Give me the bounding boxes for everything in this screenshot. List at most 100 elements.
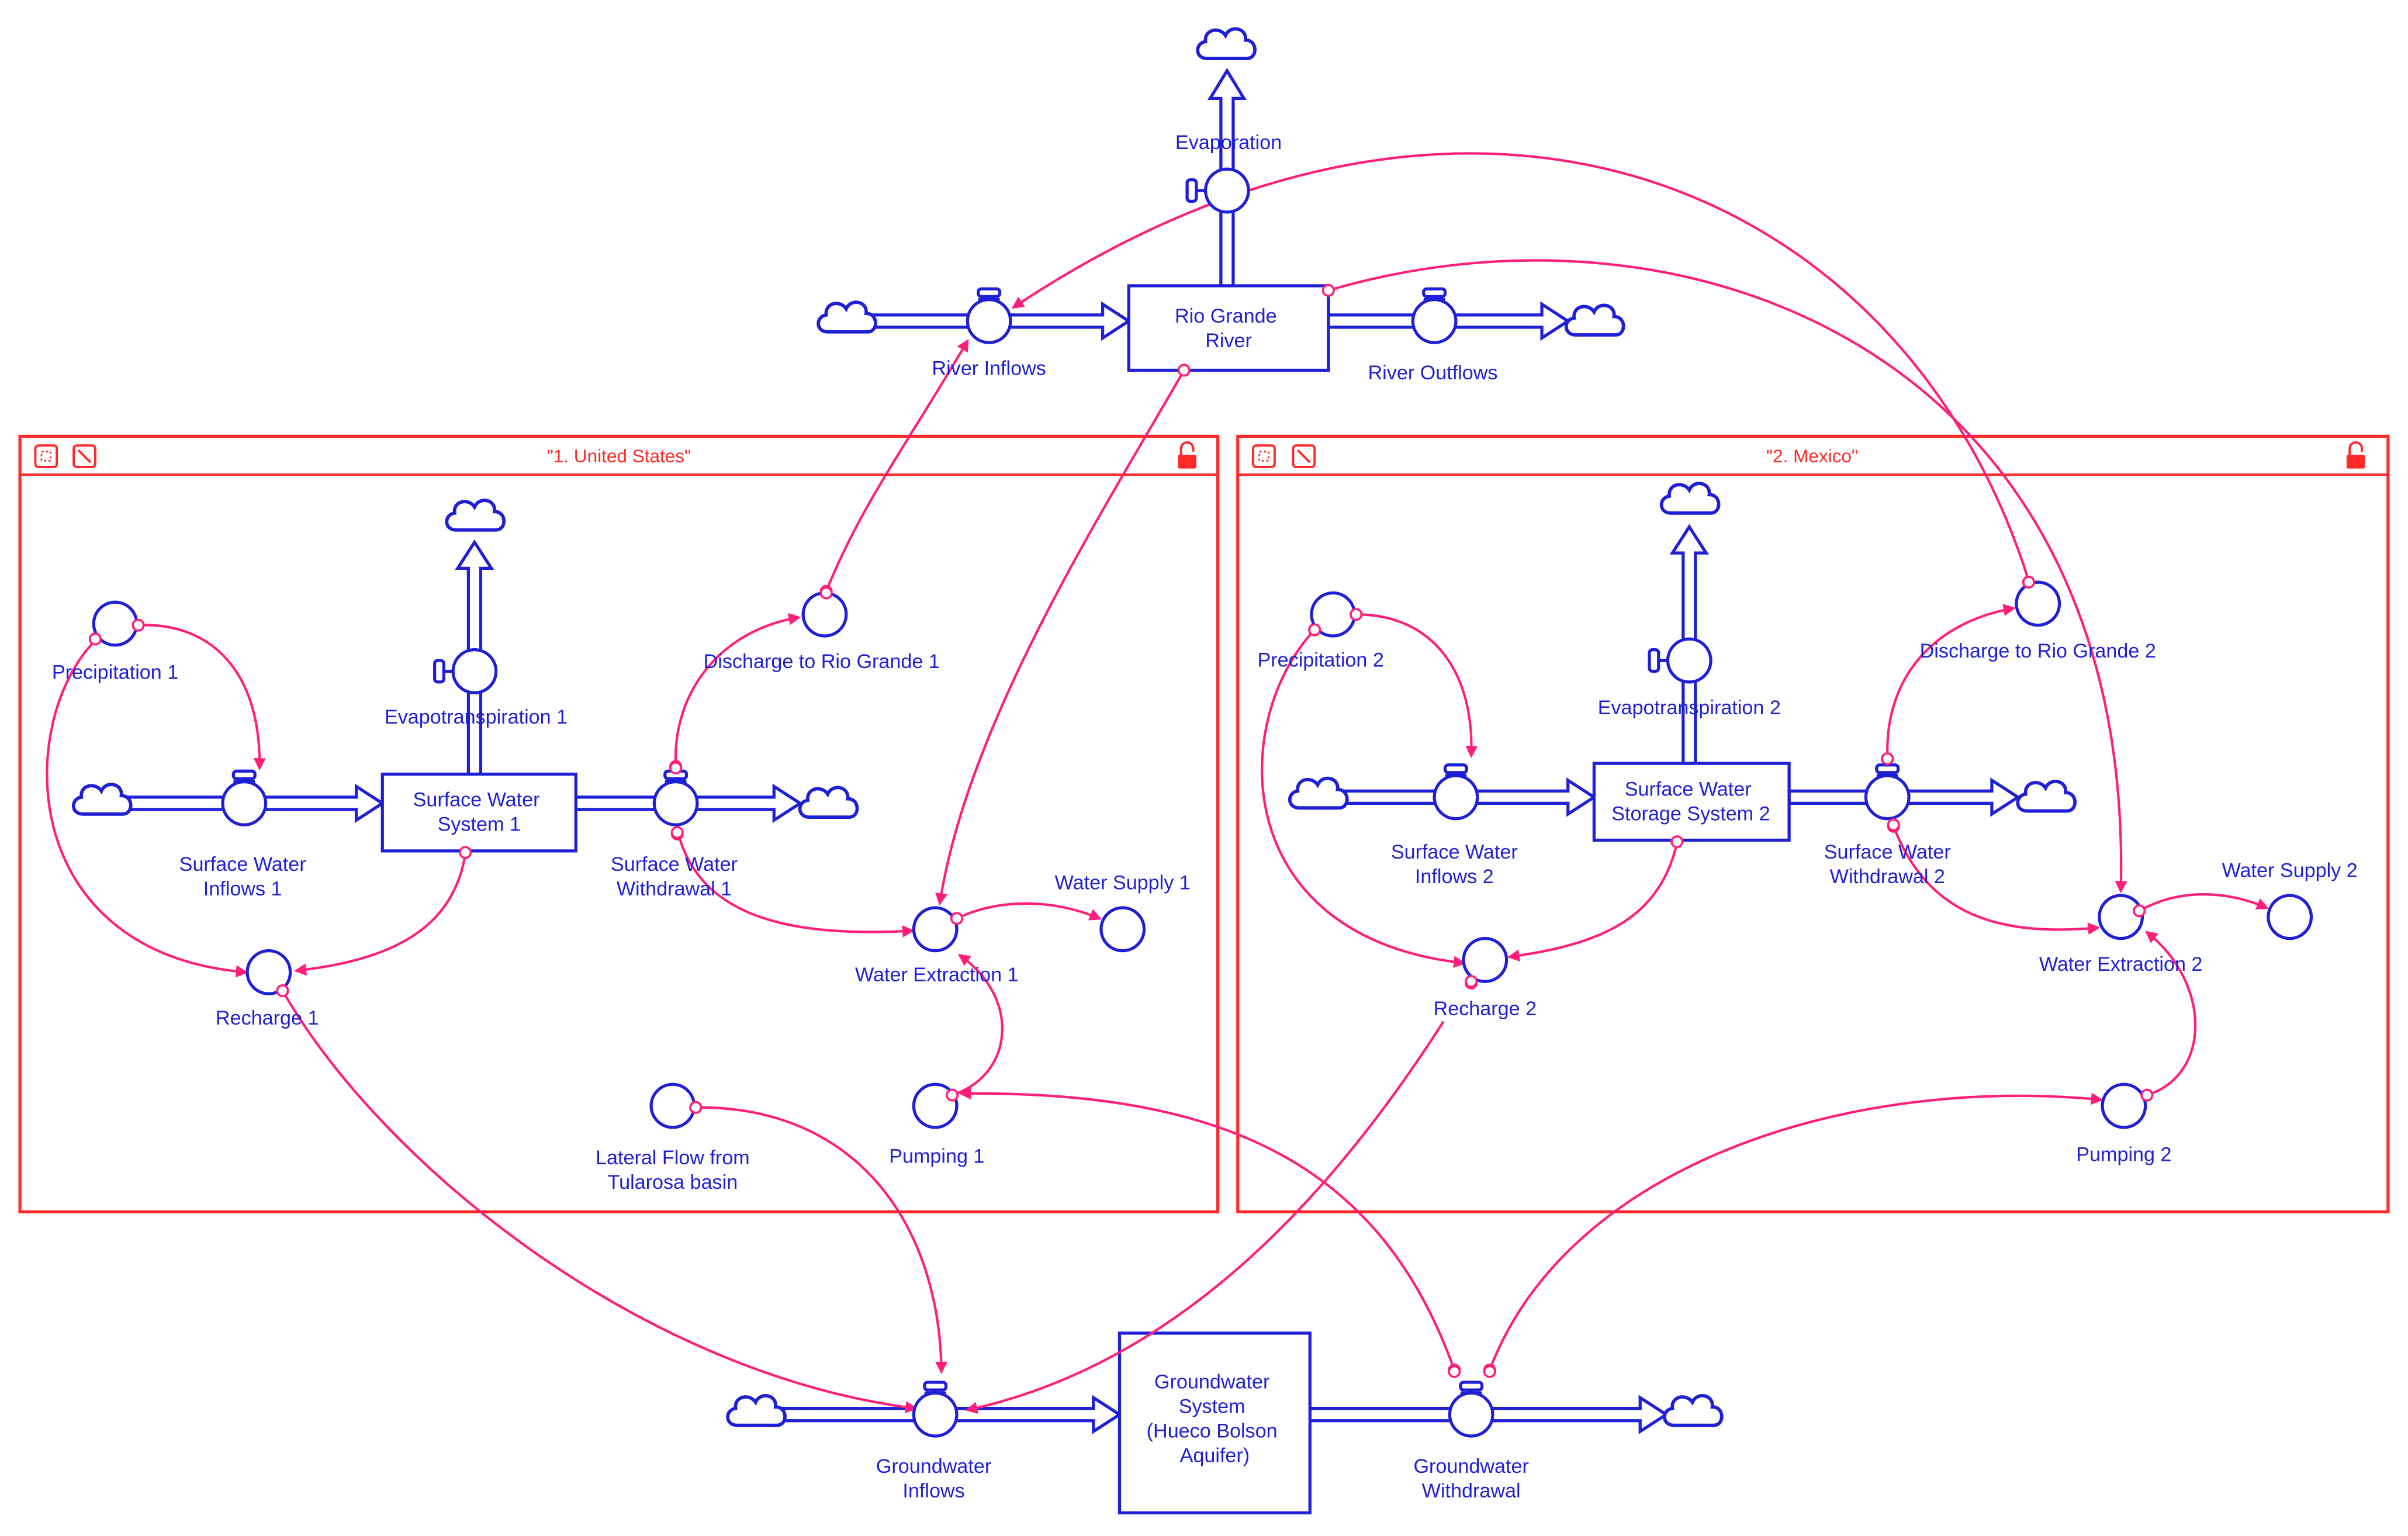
- cloud-icon: [447, 500, 504, 530]
- converter-water-supply-1: [1099, 906, 1146, 953]
- link-sww1-discharge1: [674, 613, 801, 765]
- lock-icon[interactable]: [1178, 441, 1196, 469]
- sector-title: "2. Mexico": [1766, 445, 1858, 466]
- valve-sw-withdrawal-2: [1864, 765, 1911, 821]
- cloud-icon: [1662, 483, 1719, 513]
- flow-valves[interactable]: [221, 167, 1911, 1438]
- link-pump1-extract1: [952, 954, 1004, 1096]
- sector-select-icon[interactable]: [1252, 444, 1276, 468]
- flow-label-gw-withdrawal: Groundwater: [1414, 1455, 1529, 1478]
- valve-sw-withdrawal-1: [652, 771, 699, 826]
- link-sww1-extract1: [676, 829, 915, 937]
- link-sww2-discharge2: [1886, 604, 2016, 755]
- converter-water-supply-2: [2267, 894, 2313, 940]
- link-river-extract1: [935, 369, 1185, 906]
- converter-label-water-supply-1: Water Supply 1: [1055, 872, 1191, 894]
- lock-icon[interactable]: [2346, 441, 2365, 469]
- converter-label-recharge-1: Recharge 1: [216, 1007, 319, 1029]
- flow-label-evaporation: Evaporation: [1175, 132, 1282, 154]
- stock-groundwater-system[interactable]: Groundwater System (Hueco Bolson Aquifer…: [1117, 1331, 1312, 1514]
- link-gww-pump1: [959, 1087, 1456, 1371]
- cloud-icon: [74, 784, 131, 814]
- valve-evaporation: [1185, 167, 1250, 214]
- link-lateral-gwi: [696, 1106, 948, 1374]
- svg-text:Groundwater System: Groundwater System (Hueco Bolson Aquifer…: [1147, 1371, 1283, 1467]
- flow-label-gw-inflows: Inflows: [902, 1480, 964, 1502]
- flow-label-evapotranspiration-2: Evapotranspiration 2: [1598, 697, 1781, 719]
- stock-label: System 1: [438, 814, 521, 836]
- converter-label-precipitation-2: Precipitation 2: [1258, 649, 1384, 672]
- converter-discharge-rio-grande-2: [2015, 580, 2061, 627]
- link-recharge2-gwi: [965, 1020, 1445, 1414]
- valve-sw-inflows-2: [1433, 765, 1479, 821]
- flow-pipes: [121, 68, 2021, 1434]
- sector-select-icon[interactable]: [34, 444, 58, 468]
- link-recharge1-gwi: [281, 990, 918, 1414]
- link-precip1-swi1: [138, 624, 266, 771]
- link-gww-pump2: [1488, 1092, 2103, 1371]
- converters[interactable]: [92, 580, 2313, 1129]
- converter-label-pumping-1: Pumping 1: [889, 1145, 984, 1167]
- cloud-icon: [1198, 29, 1255, 58]
- link-sww2-extract2: [1892, 826, 2101, 935]
- valve-sw-inflows-1: [221, 771, 268, 826]
- converter-label-recharge-2: Recharge 2: [1434, 998, 1537, 1020]
- stock-label: (Hueco Bolson: [1147, 1420, 1278, 1442]
- link-pump2-extract2: [2145, 930, 2196, 1096]
- sector-mexico[interactable]: "2. Mexico": [1236, 434, 2390, 1213]
- sector-united-states[interactable]: "1. United States": [18, 434, 1220, 1213]
- flow-label-sw-inflows-1: Surface Water: [179, 853, 306, 876]
- flow-label-gw-withdrawal: Withdrawal: [1422, 1480, 1521, 1502]
- cloud-icon: [728, 1396, 785, 1426]
- valve-evapotranspiration-1: [433, 648, 498, 694]
- flow-label-river-outflows: River Outflows: [1368, 362, 1498, 384]
- converter-label-lateral-flow: Tularosa basin: [608, 1171, 738, 1193]
- converter-label-water-extraction-1: Water Extraction 1: [855, 964, 1019, 986]
- flow-label-sw-inflows-1: Inflows 1: [203, 878, 282, 900]
- sector-run-icon[interactable]: [72, 444, 96, 468]
- stock-label: Rio Grande: [1175, 305, 1277, 327]
- sector-run-icon[interactable]: [1292, 444, 1316, 468]
- stock-surface-water-storage-system-2[interactable]: Surface Water Storage System 2: [1592, 762, 1791, 842]
- link-extract1-supply1: [956, 902, 1102, 921]
- svg-text:Surface Water System 1: Surface Water System 1: [413, 789, 545, 836]
- converter-lateral-flow: [649, 1082, 696, 1129]
- cloud-icon: [818, 302, 876, 332]
- flow-label-sw-inflows-2: Surface Water: [1391, 841, 1518, 863]
- stock-surface-water-system-1[interactable]: Surface Water System 1: [380, 772, 577, 853]
- flow-label-gw-inflows: Groundwater: [876, 1455, 991, 1478]
- converter-discharge-rio-grande-1: [801, 591, 848, 638]
- stock-label: System: [1179, 1396, 1245, 1418]
- cloud-icon: [1665, 1396, 1722, 1426]
- link-precip2-recharge2: [1261, 629, 1466, 968]
- svg-text:Surface Water Storage Sy: Surface Water Storage System 2: [1611, 778, 1770, 825]
- link-precip2-swi2: [1356, 613, 1478, 759]
- labels: River Inflows River Outflows Evaporation…: [52, 132, 2358, 1502]
- valve-gw-inflows: [912, 1382, 959, 1438]
- cloud-icon: [1566, 305, 1624, 335]
- cloud-icon: [2018, 781, 2075, 811]
- link-discharge1-riverinflows: [825, 338, 969, 592]
- flow-label-sw-withdrawal-1: Surface Water: [611, 853, 738, 876]
- link-origins-top: [88, 576, 2154, 1378]
- valve-gw-withdrawal: [1448, 1382, 1494, 1438]
- valve-evapotranspiration-2: [1648, 637, 1712, 684]
- flow-label-sw-inflows-2: Inflows 2: [1415, 866, 1494, 888]
- stock-rio-grande-river[interactable]: Rio Grande River: [1127, 284, 1330, 372]
- flow-label-sw-withdrawal-2: Withdrawal 2: [1830, 866, 1945, 888]
- converter-label-discharge-2: Discharge to Rio Grande 2: [1920, 640, 2156, 662]
- flow-label-sw-withdrawal-1: Withdrawal 1: [617, 878, 732, 900]
- converter-recharge-2: [1462, 937, 1509, 983]
- stock-label: Surface Water: [1625, 778, 1752, 800]
- link-precip1-recharge1: [46, 639, 248, 978]
- link-extract2-supply2: [2139, 893, 2269, 912]
- stock-label: Groundwater: [1154, 1371, 1269, 1393]
- converter-label-discharge-1: Discharge to Rio Grande 1: [704, 651, 940, 673]
